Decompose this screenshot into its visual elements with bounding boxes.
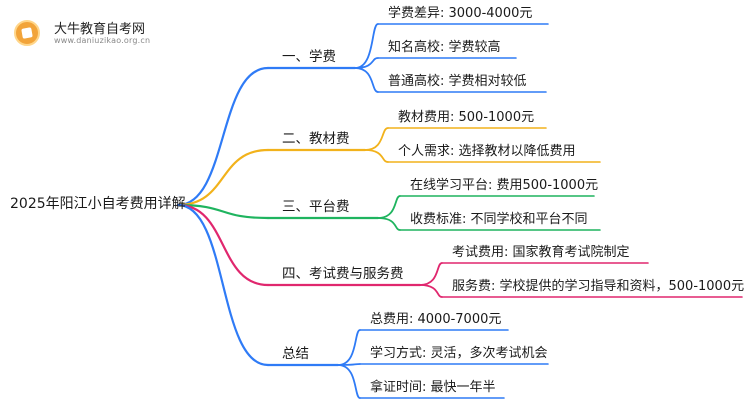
leaf-connector (377, 195, 401, 219)
leaf-connector (337, 364, 361, 399)
leaf-label: 考试费用: 国家教育考试院制定 (452, 245, 630, 260)
leaf-label: 在线学习平台: 费用500-1000元 (410, 178, 599, 193)
leaf-label: 服务费: 学校提供的学习指导和资料，500-1000元 (452, 279, 745, 294)
branch-connector (176, 203, 270, 287)
branch-connector (176, 66, 270, 207)
leaf-label: 学费差异: 3000-4000元 (388, 6, 533, 21)
leaf-label: 知名高校: 学费较高 (388, 40, 501, 55)
branch-label: 二、教材费 (282, 131, 350, 147)
leaf-connector (377, 217, 401, 231)
leaf-connector (364, 149, 389, 163)
branch-label: 四、考试费与服务费 (282, 266, 404, 282)
leaf-connector (337, 329, 361, 366)
site-logo: 大牛教育自考网 www.daniuzikao.org.cn (14, 16, 254, 50)
leaf-connector (419, 284, 443, 298)
leaf-label: 学习方式: 灵活，多次考试机会 (370, 346, 548, 361)
leaf-connector (354, 23, 379, 69)
logo-url: www.daniuzikao.org.cn (54, 36, 151, 45)
branch-label: 总结 (282, 346, 309, 362)
leaf-label: 拿证时间: 最快一年半 (370, 380, 496, 395)
logo-name: 大牛教育自考网 (54, 22, 146, 37)
leaf-label: 收费标准: 不同学校和平台不同 (410, 212, 588, 227)
leaf-connector (364, 127, 389, 151)
leaf-connector (354, 67, 379, 93)
leaf-label: 普通高校: 学费相对较低 (388, 74, 527, 89)
leaf-label: 总费用: 4000-7000元 (370, 312, 502, 327)
branch-label: 一、学费 (282, 49, 336, 65)
branch-connector (176, 203, 270, 220)
root-node-label: 2025年阳江小自考费用详解 (10, 196, 186, 212)
branch-connector (176, 203, 270, 367)
leaf-connector (419, 262, 443, 286)
branch-connector (176, 148, 270, 207)
leaf-label: 个人需求: 选择教材以降低费用 (398, 144, 576, 159)
branch-label: 三、平台费 (282, 199, 350, 215)
book-badge-icon (14, 20, 40, 46)
leaf-label: 教材费用: 500-1000元 (398, 110, 535, 125)
